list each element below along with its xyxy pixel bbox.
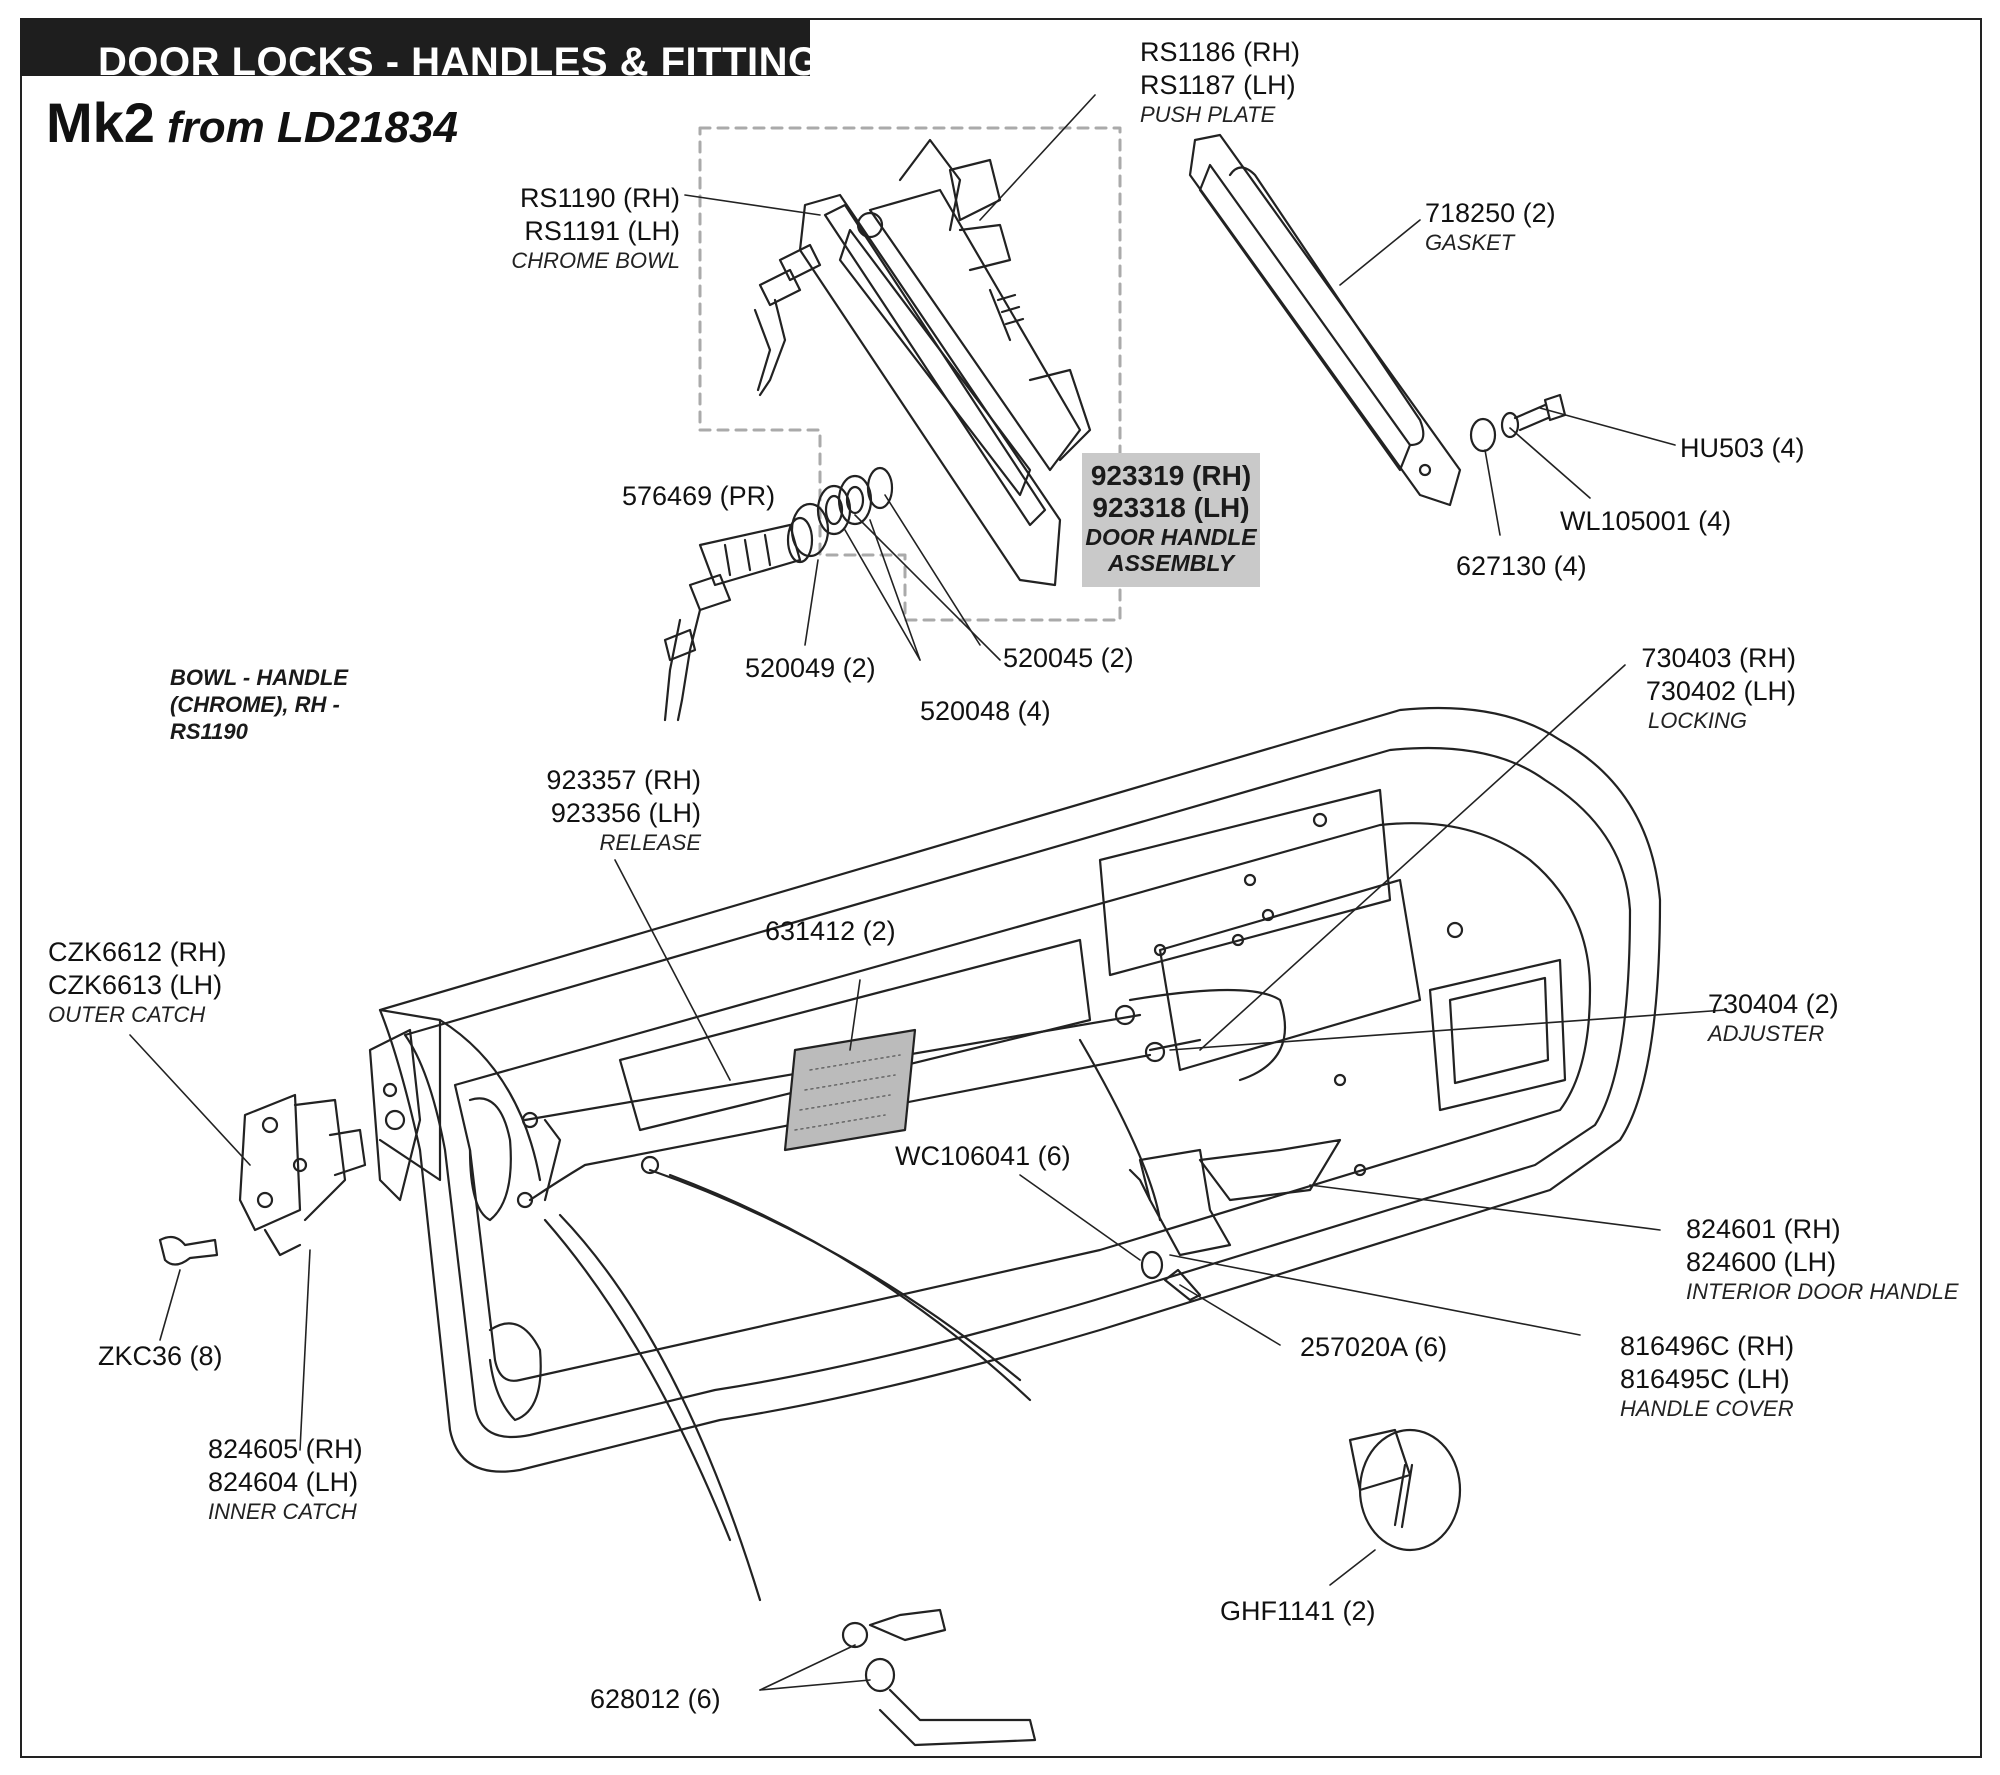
label-interior-handle: 824601 (RH) 824600 (LH) INTERIOR DOOR HA… <box>1686 1213 1959 1304</box>
part-number: 520045 (2) <box>1003 643 1134 673</box>
part-description: OUTER CATCH <box>48 1002 206 1027</box>
part-description: HANDLE COVER <box>1620 1396 1794 1421</box>
label-hu503: HU503 (4) <box>1680 432 1805 465</box>
door-handle-assembly-label: 923319 (RH) 923318 (LH) DOOR HANDLE ASSE… <box>1082 453 1260 587</box>
label-outer-catch: CZK6612 (RH) CZK6613 (LH) OUTER CATCH <box>48 936 227 1027</box>
part-description: LOCKING <box>1648 708 1748 733</box>
part-number-lh: 824600 (LH) <box>1686 1247 1837 1277</box>
part-number: 631412 (2) <box>765 916 896 946</box>
part-number: 628012 (6) <box>590 1684 721 1714</box>
label-520045: 520045 (2) <box>1003 642 1134 675</box>
part-number: 718250 (2) <box>1425 198 1556 228</box>
part-number: 576469 (PR) <box>622 481 776 511</box>
part-description: CHROME BOWL <box>511 248 680 273</box>
part-number-rh: 730403 (RH) <box>1641 643 1796 673</box>
page-title: DOOR LOCKS - HANDLES & FITTINGS <box>98 40 847 84</box>
leader-lines <box>129 94 1726 1691</box>
part-number-rh: 816496C (RH) <box>1620 1331 1795 1361</box>
part-number-rh: RS1186 (RH) <box>1140 37 1301 67</box>
interior-handle <box>1128 1138 1342 1302</box>
part-description: ASSEMBLY <box>1107 550 1235 576</box>
label-gasket: 718250 (2) GASKET <box>1425 197 1556 255</box>
door-catches <box>158 1028 422 1266</box>
part-number-rh: RS1190 (RH) <box>519 183 680 213</box>
label-release: 923357 (RH) 923356 (LH) RELEASE <box>505 764 701 855</box>
keys-upper <box>753 243 822 397</box>
label-257020a: 257020A (6) <box>1300 1331 1447 1364</box>
part-number: ZKC36 (8) <box>98 1341 223 1371</box>
label-push-plate: RS1186 (RH) RS1187 (LH) PUSH PLATE <box>1140 36 1300 127</box>
part-description: ADJUSTER <box>1708 1021 1825 1046</box>
part-description: PUSH PLATE <box>1140 102 1276 127</box>
foam-pad <box>783 1028 917 1152</box>
part-description: INTERIOR DOOR HANDLE <box>1686 1279 1959 1304</box>
part-description: GASKET <box>1425 230 1515 255</box>
part-number-lh: 923318 (LH) <box>1092 492 1250 523</box>
part-number-lh: 816495C (LH) <box>1620 1364 1790 1394</box>
title-bar: DOOR LOCKS - HANDLES & FITTINGS <box>20 18 846 84</box>
label-631412: 631412 (2) <box>765 915 896 948</box>
grommet-plug <box>1348 1428 1462 1552</box>
part-description: DOOR HANDLE <box>1085 524 1257 550</box>
part-number-rh: 923357 (RH) <box>546 765 701 795</box>
label-wc106041: WC106041 (6) <box>895 1140 1071 1173</box>
label-627130: 627130 (4) <box>1456 550 1587 583</box>
part-number: 520048 (4) <box>920 696 1051 726</box>
part-number: HU503 (4) <box>1680 433 1805 463</box>
label-lock-barrel: 576469 (PR) <box>622 480 775 513</box>
part-description: RELEASE <box>599 830 702 855</box>
assembly-dashed-outline <box>698 126 1122 622</box>
note-line: RS1190 <box>170 719 248 744</box>
part-number-lh: RS1191 (LH) <box>524 216 680 246</box>
diagram-frame <box>20 18 1982 1758</box>
part-number-lh: 923356 (LH) <box>550 798 701 828</box>
label-520048: 520048 (4) <box>920 695 1051 728</box>
label-628012: 628012 (6) <box>590 1683 721 1716</box>
part-description: INNER CATCH <box>208 1499 357 1524</box>
part-number-lh: 824604 (LH) <box>208 1467 359 1497</box>
push-plate-and-gasket <box>1188 133 1462 507</box>
part-number: 520049 (2) <box>745 653 876 683</box>
part-number-lh: RS1187 (LH) <box>1140 70 1296 100</box>
door-handle-assembly <box>798 138 1092 587</box>
part-number-rh: 923319 (RH) <box>1090 460 1252 491</box>
note-line: (CHROME), RH - <box>170 692 340 717</box>
label-handle-cover: 816496C (RH) 816495C (LH) HANDLE COVER <box>1620 1330 1794 1421</box>
model-from-chassis: from LD21834 <box>166 103 458 152</box>
bolt-washer-nut <box>1469 393 1567 453</box>
label-chrome-bowl: RS1190 (RH) RS1191 (LH) CHROME BOWL <box>490 182 680 273</box>
part-number-rh: CZK6612 (RH) <box>48 937 227 967</box>
part-number: 730404 (2) <box>1708 989 1839 1019</box>
label-ghf1141: GHF1141 (2) <box>1220 1595 1376 1628</box>
label-inner-catch: 824605 (RH) 824604 (LH) INNER CATCH <box>208 1433 363 1524</box>
lock-barrel-parts <box>663 466 894 722</box>
part-number-lh: CZK6613 (LH) <box>48 970 223 1000</box>
cable-clips <box>841 1608 1037 1747</box>
part-number-rh: 824601 (RH) <box>1686 1214 1841 1244</box>
label-adjuster: 730404 (2) ADJUSTER <box>1708 988 1839 1046</box>
part-number-rh: 824605 (RH) <box>208 1434 363 1464</box>
label-520049: 520049 (2) <box>745 652 876 685</box>
part-number: GHF1141 (2) <box>1220 1596 1376 1626</box>
label-zkc36: ZKC36 (8) <box>98 1340 223 1373</box>
release-rods <box>516 1004 1202 1602</box>
label-wl105001: WL105001 (4) <box>1560 505 1731 538</box>
part-number: 627130 (4) <box>1456 551 1587 581</box>
part-number: WL105001 (4) <box>1560 506 1732 536</box>
part-number: 257020A (6) <box>1300 1332 1448 1362</box>
label-locking: 730403 (RH) 730402 (LH) LOCKING <box>1600 642 1796 733</box>
part-number-lh: 730402 (LH) <box>1645 676 1796 706</box>
note-line: BOWL - HANDLE <box>170 665 349 690</box>
bowl-handle-note: BOWL - HANDLE (CHROME), RH - RS1190 <box>170 664 348 745</box>
model-name: Mk2 <box>46 91 155 154</box>
door-shell <box>378 706 1662 1473</box>
part-number: WC106041 (6) <box>895 1141 1071 1171</box>
